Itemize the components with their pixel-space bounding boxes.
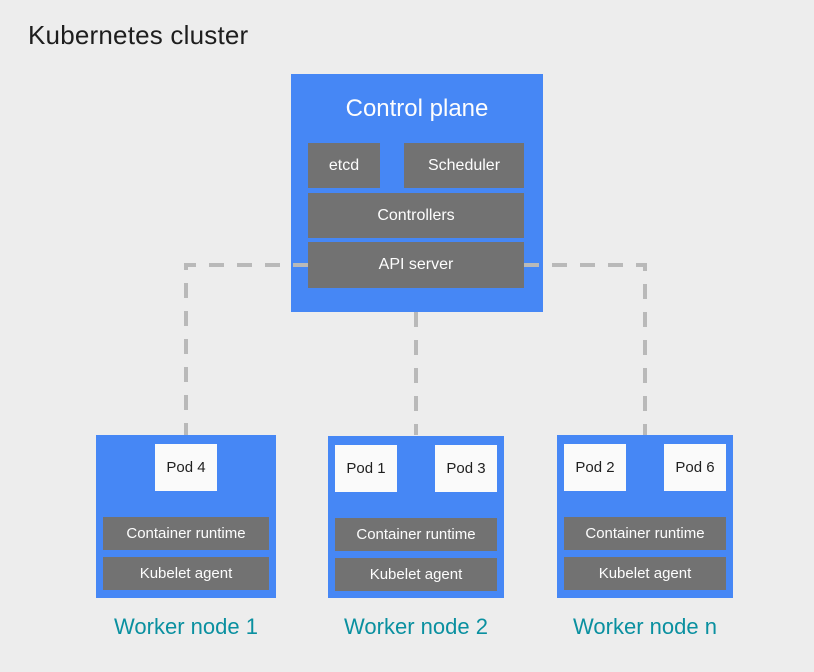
worker-node-n-label: Worker node n <box>573 614 717 639</box>
diagram-title: Kubernetes cluster <box>28 20 249 50</box>
worker-node-2-box: Pod 1 Pod 3 Container runtime Kubelet ag… <box>328 436 504 598</box>
worker-node-1-kubelet-agent-box: Kubelet agent <box>103 557 269 590</box>
worker-node-n-box: Pod 2 Pod 6 Container runtime Kubelet ag… <box>557 435 733 598</box>
pod-2-box: Pod 2 <box>564 444 626 491</box>
worker-node-n-container-runtime-box: Container runtime <box>564 517 726 550</box>
worker-node-n-kubelet-agent-box: Kubelet agent <box>564 557 726 590</box>
pod-1-box: Pod 1 <box>335 445 397 492</box>
worker-node-1-pods: Pod 4 <box>103 444 269 491</box>
worker-node-1-container-runtime-box: Container runtime <box>103 517 269 550</box>
connector-control-plane-to-node-1 <box>184 263 308 435</box>
scheduler-box: Scheduler <box>404 143 524 188</box>
worker-node-2-label: Worker node 2 <box>344 614 488 639</box>
etcd-box: etcd <box>308 143 380 188</box>
pod-4-box: Pod 4 <box>155 444 217 491</box>
pod-3-box: Pod 3 <box>435 445 497 492</box>
worker-node-1-box: Pod 4 Container runtime Kubelet agent <box>96 435 276 598</box>
worker-node-2-container-runtime-box: Container runtime <box>335 518 497 551</box>
pod-6-box: Pod 6 <box>664 444 726 491</box>
controllers-box: Controllers <box>308 193 524 238</box>
api-server-box: API server <box>308 242 524 288</box>
worker-node-2-pods: Pod 1 Pod 3 <box>335 445 497 492</box>
worker-node-n-pods: Pod 2 Pod 6 <box>564 444 726 491</box>
control-plane-title: Control plane <box>345 95 489 122</box>
worker-node-1-label: Worker node 1 <box>114 614 258 639</box>
control-plane-box: Control plane etcd Scheduler Controllers… <box>291 74 543 312</box>
worker-node-2-kubelet-agent-box: Kubelet agent <box>335 558 497 591</box>
